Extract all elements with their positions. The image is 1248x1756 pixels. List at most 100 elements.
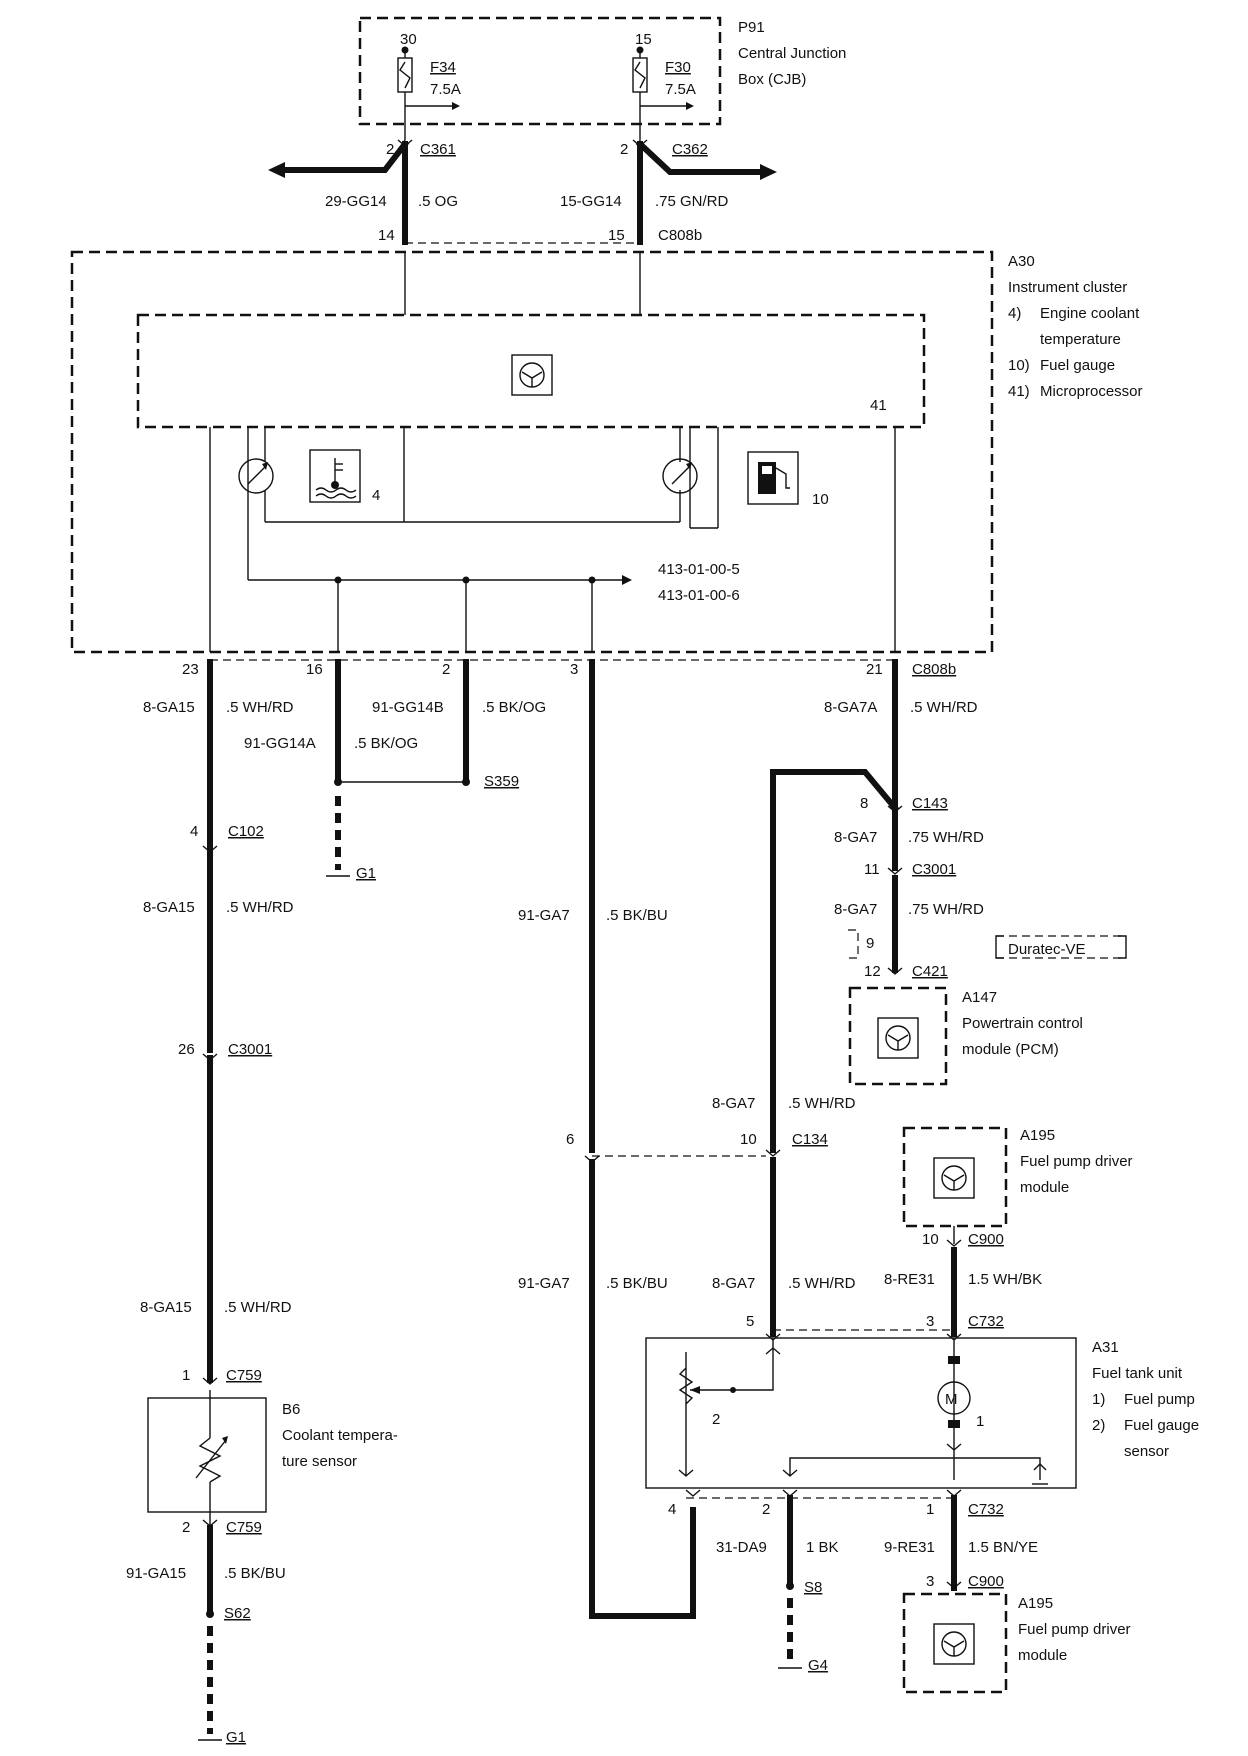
connector-c759-bottom: C759 [226,1519,262,1536]
connector-c732-bottom: C732 [968,1501,1004,1518]
label-coolant-4: 4 [372,487,380,504]
cluster-title: A30 [1008,253,1035,270]
pcm-box [848,986,948,1086]
pin-c732-4: 4 [668,1501,676,1518]
cluster-legend-text-1: Engine coolant [1040,305,1140,322]
cluster-legend-text-4: Microprocessor [1040,383,1143,400]
sensor-line-1: Coolant tempera- [282,1427,398,1444]
splice-s62: S62 [224,1605,251,1622]
connector-c134: C134 [792,1131,828,1148]
wire-91-ga7-b-color: .5 BK/BU [606,1275,668,1292]
fuse-f34: 30 F34 7.5A [397,31,461,140]
wire-8-ga15-a-color: .5 WH/RD [226,699,294,716]
cjb-line-2: Box (CJB) [738,71,806,88]
pin-c808b-15: 15 [608,227,625,244]
wire-91-ga15-color: .5 BK/BU [224,1565,286,1582]
cluster-legend-text-2: temperature [1040,331,1121,348]
wire-8-ga7a: 8-GA7A [824,699,877,716]
fuse-f30: 15 F30 7.5A [632,31,696,140]
fuel-gauge-signal-circuit: 91-GA7 .5 BK/BU 6 91-GA7 .5 BK/BU [518,659,766,1619]
label-fuel-pump-1: 1 [976,1413,984,1430]
sensor-title: B6 [282,1401,300,1418]
cjb-line-1: Central Junction [738,45,846,62]
ground-g1-middle: G1 [356,865,376,882]
fuel-pump-driver-module-top: A195 Fuel pump driver module 10 C900 8-R… [884,1126,1133,1337]
wire-91-ga7-a-color: .5 BK/BU [606,907,668,924]
label-microprocessor-41: 41 [870,397,887,414]
connector-c361: C361 [420,141,456,158]
connector-c900-bottom: C900 [968,1573,1004,1590]
wire-15-gg14: 15-GG14 [560,193,622,210]
connector-c808b-top: C808b [658,227,702,244]
fpdm-bottom-title: A195 [1018,1595,1053,1612]
label-fuel-gauge-10: 10 [812,491,829,508]
cluster-legend-num-3: 10) [1008,357,1030,374]
pin-c134-6: 6 [566,1131,574,1148]
pin-c3001-26: 26 [178,1041,195,1058]
connector-c102: C102 [228,823,264,840]
wire-8-ga15-b: 8-GA15 [143,899,195,916]
cluster-ground-circuit: 91-GG14B .5 BK/OG 91-GG14A .5 BK/OG S359… [244,659,546,882]
cluster-name: Instrument cluster [1008,279,1127,296]
pin-c900-3: 3 [926,1573,934,1590]
cjb-title: P91 [738,19,765,36]
ref-413-01-00-5: 413-01-00-5 [658,561,740,578]
ground-g1-bottom: G1 [226,1729,246,1746]
connector-c143: C143 [912,795,948,812]
tank-legend-text-1: Fuel pump [1124,1391,1195,1408]
pcm-line-2: module (PCM) [962,1041,1059,1058]
pin-c732-2: 2 [762,1501,770,1518]
connector-c808b-bottom: C808b [912,661,956,678]
splice-s359: S359 [484,773,519,790]
wire-8-ga7-d: 8-GA7 [712,1275,755,1292]
wire-8-ga15-a: 8-GA15 [143,699,195,716]
fuse-f34-rating: 7.5A [430,81,461,98]
microprocessor-icon [511,354,553,396]
fpdm-top-title: A195 [1020,1127,1055,1144]
pin-3: 3 [570,661,578,678]
tank-name: Fuel tank unit [1092,1365,1183,1382]
connector-c362: C362 [672,141,708,158]
pin-c421-12: 12 [864,963,881,980]
wire-9-re31-color: 1.5 BN/YE [968,1539,1038,1556]
tank-legend-num-1: 1) [1092,1391,1105,1408]
pcm-title: A147 [962,989,997,1006]
wire-31-da9: 31-DA9 [716,1539,767,1556]
fpdm-top-icon [933,1157,975,1199]
wire-8-ga7-b-color: .75 WH/RD [908,901,984,918]
tank-title: A31 [1092,1339,1119,1356]
wire-8-ga15-c-color: .5 WH/RD [224,1299,292,1316]
fpdm-bottom-line-2: module [1018,1647,1067,1664]
fuse-f34-pin: 30 [400,31,417,48]
connector-c900-top: C900 [968,1231,1004,1248]
wire-8-ga15-c: 8-GA15 [140,1299,192,1316]
pcm-circuit: 8-GA7A .5 WH/RD 8 C143 8-GA7 .75 WH/RD 1… [712,659,1127,1337]
wire-8-re31: 8-RE31 [884,1271,935,1288]
coolant-sensor-box [147,1397,267,1513]
fuse-f30-rating: 7.5A [665,81,696,98]
tank-legend-text-2: Fuel gauge [1124,1417,1199,1434]
wire-8-re31-color: 1.5 WH/BK [968,1271,1042,1288]
cjb-feed-wires: 2 C361 2 C362 29-GG14 .5 OG 15-GG14 .75 … [268,139,777,245]
fpdm-bottom-icon [933,1623,975,1665]
wire-8-ga15-b-color: .5 WH/RD [226,899,294,916]
fuel-pump-icon [747,451,799,505]
pin-c808b-14: 14 [378,227,395,244]
instrument-cluster: A30 Instrument cluster 4) Engine coolant… [70,250,1143,654]
wire-91-gg14b-color: .5 BK/OG [482,699,546,716]
pin-c361: 2 [386,141,394,158]
pin-c143-8: 8 [860,795,868,812]
central-junction-box: P91 Central Junction Box (CJB) 30 F34 7.… [358,16,846,140]
pin-21: 21 [866,661,883,678]
pcm-option-9: 9 [866,935,874,952]
connector-c3001-right: C3001 [912,861,956,878]
pin-c900-10: 10 [922,1231,939,1248]
wire-91-ga15: 91-GA15 [126,1565,186,1582]
pin-2: 2 [442,661,450,678]
wire-8-ga7a-color: .5 WH/RD [910,699,978,716]
wire-8-ga7-d-color: .5 WH/RD [788,1275,856,1292]
sensor-line-2: ture sensor [282,1453,357,1470]
fuel-pump-driver-module-bottom: 9-RE31 1.5 BN/YE 3 C900 A195 Fuel pump d… [884,1495,1131,1694]
wire-29-gg14-color: .5 OG [418,193,458,210]
